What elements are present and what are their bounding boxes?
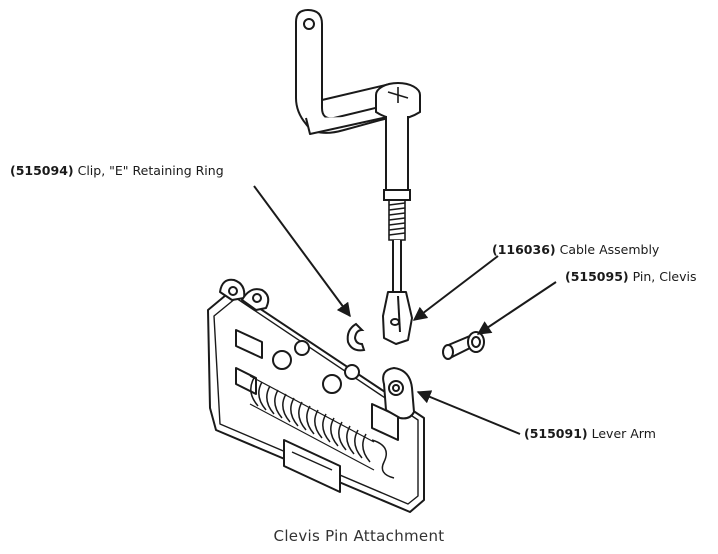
arrow-clip <box>253 185 351 318</box>
coil-spring <box>249 375 395 479</box>
cable-threads <box>388 200 406 241</box>
callout-pin-name: Pin, Clevis <box>632 269 697 284</box>
diagram-caption: Clevis Pin Attachment <box>273 527 445 545</box>
e-clip <box>346 322 366 352</box>
arrow-lever <box>416 390 521 435</box>
cable-shaft <box>392 240 402 293</box>
cable-tube <box>383 116 411 201</box>
callout-clip: (515094) Clip, "E" Retaining Ring <box>10 163 224 178</box>
mounting-plate <box>207 278 425 513</box>
cable-knob <box>375 82 421 120</box>
callout-cable-part-number: (116036) <box>492 242 556 257</box>
callout-cable: (116036) Cable Assembly <box>492 242 660 257</box>
callout-lever: (515091) Lever Arm <box>524 426 656 441</box>
callout-pin-part-number: (515095) <box>565 269 629 284</box>
callout-lever-name: Lever Arm <box>591 426 656 441</box>
callout-cable-name: Cable Assembly <box>559 242 660 257</box>
callout-clip-part-number: (515094) <box>10 163 74 178</box>
callout-clip-name: Clip, "E" Retaining Ring <box>77 163 224 178</box>
clevis-pin <box>442 331 485 360</box>
callout-lever-part-number: (515091) <box>524 426 588 441</box>
callout-arrows <box>253 185 557 435</box>
arrow-pin <box>476 281 557 335</box>
lever-arm <box>382 367 415 420</box>
arrow-cable <box>412 255 499 321</box>
callout-pin: (515095) Pin, Clevis <box>565 269 697 284</box>
cable-clevis <box>382 291 413 345</box>
